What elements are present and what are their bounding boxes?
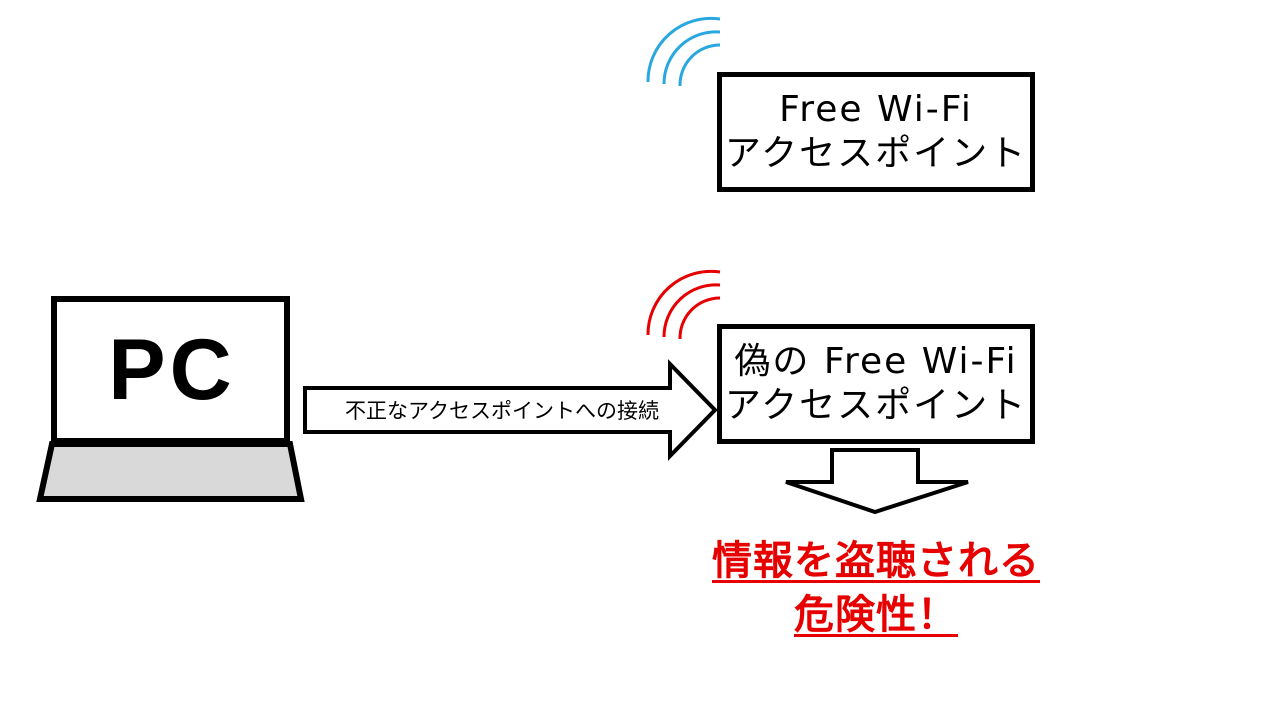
warning-line2: 危険性！ xyxy=(794,592,958,638)
wifi-signal-icon-fake xyxy=(646,269,721,340)
fake-access-point-box: 偽の Free Wi-Fi アクセスポイント xyxy=(717,324,1035,444)
real-ap-line2: アクセスポイント xyxy=(724,133,1028,174)
connection-arrow-label: 不正なアクセスポイントへの接続 xyxy=(345,399,659,423)
eavesdrop-warning: 情報を盗聴される 危険性！ xyxy=(676,534,1076,642)
real-access-point-box: Free Wi-Fi アクセスポイント xyxy=(717,72,1035,192)
down-arrow xyxy=(785,448,969,515)
laptop-icon xyxy=(36,296,305,502)
laptop-screen xyxy=(51,296,290,444)
real-ap-line1: Free Wi-Fi xyxy=(779,89,973,130)
fake-ap-line2: アクセスポイント xyxy=(724,385,1028,426)
pc-label: PC xyxy=(108,321,236,418)
fake-ap-line1: 偽の Free Wi-Fi xyxy=(734,341,1018,382)
laptop-keyboard-base xyxy=(36,441,305,502)
wifi-signal-icon-real xyxy=(646,16,721,87)
warning-line1: 情報を盗聴される xyxy=(712,538,1040,584)
connection-arrow xyxy=(303,359,718,461)
